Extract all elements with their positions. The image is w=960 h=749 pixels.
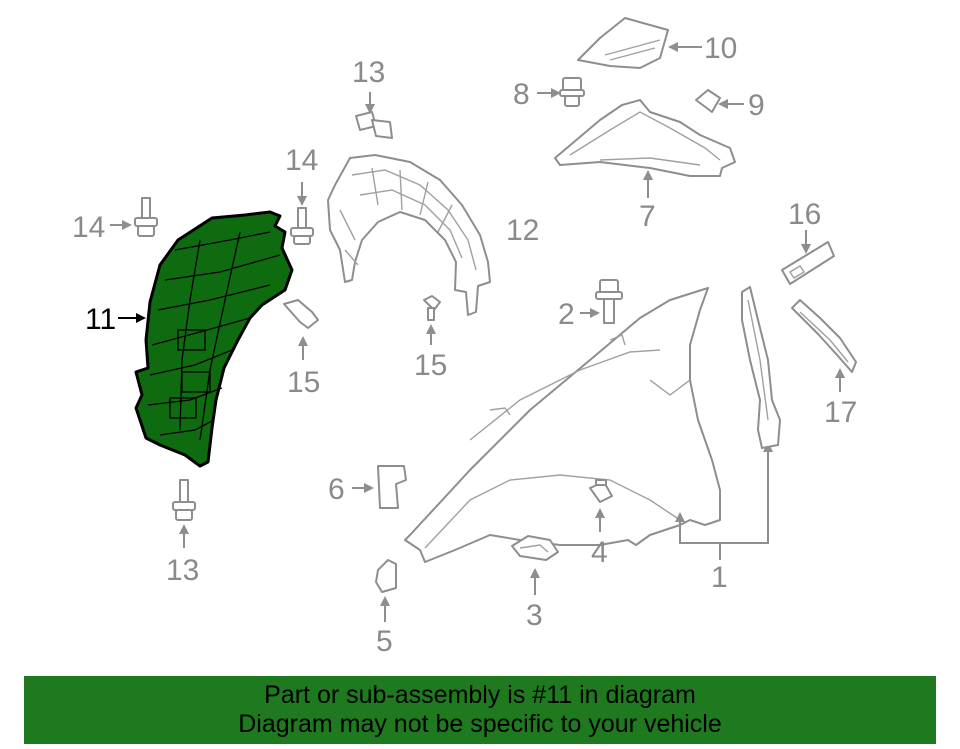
callout-2-arrowhead xyxy=(590,308,600,318)
part-9-clip[interactable] xyxy=(695,89,721,113)
callout-8-label: 8 xyxy=(513,78,530,111)
callout-11-arrowhead xyxy=(136,313,146,323)
callout-2-label: 2 xyxy=(558,298,575,331)
part-3-bracket[interactable] xyxy=(511,535,559,561)
callout-17-arrowhead xyxy=(835,368,845,378)
callout-13-bottom-arrowhead xyxy=(179,524,189,534)
callout-5-label: 5 xyxy=(376,625,393,658)
callout-14-mid-label: 14 xyxy=(285,144,318,177)
callout-7-arrowhead xyxy=(643,170,653,180)
callout-9-arrowhead xyxy=(718,99,728,109)
callout-12-label: 12 xyxy=(506,214,539,247)
callout-9-label: 9 xyxy=(748,89,765,122)
callout-13-top-arrowhead xyxy=(365,104,375,114)
callout-5-arrowhead xyxy=(380,596,390,606)
part-15-pin-mid[interactable] xyxy=(423,295,441,321)
callout-1-bracket xyxy=(679,450,769,560)
callout-8-arrowhead xyxy=(551,88,561,98)
callout-1-label: 1 xyxy=(711,561,728,594)
callout-15-left-label: 15 xyxy=(287,366,320,399)
part-5-clip[interactable] xyxy=(375,559,397,593)
callout-10-label: 10 xyxy=(704,32,737,65)
callout-6-label: 6 xyxy=(328,473,345,506)
part-14-bolt-mid[interactable] xyxy=(290,207,314,245)
callout-16-label: 16 xyxy=(788,198,821,231)
notice-line-2: Diagram may not be specific to your vehi… xyxy=(238,710,722,738)
part-6-clip[interactable] xyxy=(377,465,407,509)
callout-11-label: 11 xyxy=(85,303,116,336)
callout-15-mid-label: 15 xyxy=(414,349,447,382)
part-14-bolt-left[interactable] xyxy=(134,197,158,237)
callout-14-left-label: 14 xyxy=(72,211,105,244)
callout-14-mid-arrowhead xyxy=(297,196,307,206)
callout-7-label: 7 xyxy=(639,200,656,233)
part-1-side-brace[interactable] xyxy=(741,286,781,449)
part-12-fender-liner[interactable] xyxy=(327,154,491,316)
part-16-trim[interactable] xyxy=(781,241,835,285)
part-15-pin-left[interactable] xyxy=(283,299,319,329)
part-13-bolt-bottom[interactable] xyxy=(172,479,196,521)
callout-3-arrowhead xyxy=(530,568,540,578)
callout-15-left-arrowhead xyxy=(298,336,308,346)
callout-6-arrowhead xyxy=(364,483,374,493)
callout-14-left-arrowhead xyxy=(122,220,132,230)
part-2-bolt[interactable] xyxy=(595,279,623,324)
callout-4-arrowhead xyxy=(595,508,605,518)
callout-17-label: 17 xyxy=(824,396,857,429)
part-10-cover[interactable] xyxy=(577,17,669,69)
callout-10-arrowhead xyxy=(668,42,678,52)
part-7-bracket[interactable] xyxy=(554,99,736,177)
notice-banner: Part or sub-assembly is #11 in diagram D… xyxy=(24,676,936,744)
parts-diagram: 10 13 8 9 14 7 16 14 12 11 2 15 15 17 6 … xyxy=(72,17,857,658)
part-4-pushpin[interactable] xyxy=(589,479,613,503)
callout-3-label: 3 xyxy=(526,599,543,632)
callout-15-mid-arrowhead xyxy=(426,324,436,334)
notice-line-1: Part or sub-assembly is #11 in diagram xyxy=(264,681,696,709)
callout-16-arrowhead xyxy=(801,244,811,254)
callout-13-top-label: 13 xyxy=(352,56,385,89)
callout-1-arrowhead-a xyxy=(675,512,685,522)
part-13-bolt-top[interactable] xyxy=(355,111,393,139)
part-17-seal[interactable] xyxy=(791,299,857,373)
part-8-bolt[interactable] xyxy=(559,77,585,107)
callout-4-label: 4 xyxy=(591,536,608,569)
callout-13-bottom-label: 13 xyxy=(166,554,199,587)
part-11-fender-liner[interactable] xyxy=(134,210,294,468)
part-1-fender[interactable] xyxy=(404,287,721,563)
